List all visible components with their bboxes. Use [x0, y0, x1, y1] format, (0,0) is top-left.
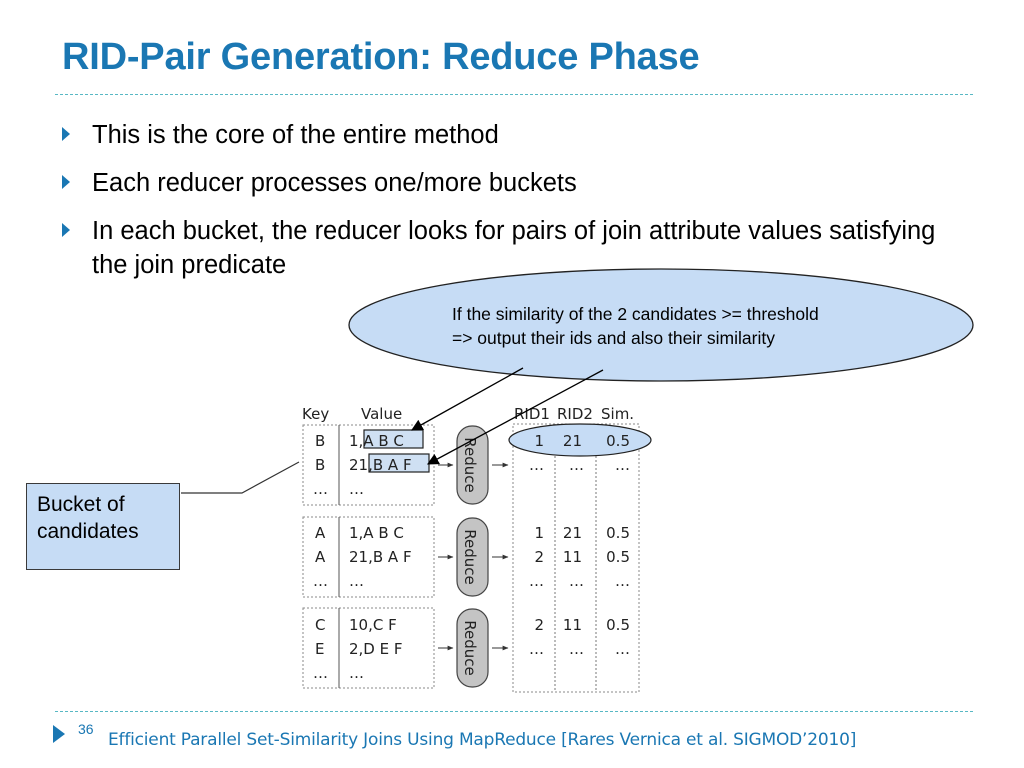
row-key: A: [315, 524, 326, 542]
bullet-text: In each bucket, the reducer looks for pa…: [92, 217, 936, 279]
value-header: Value: [361, 405, 402, 423]
rid1-cell: 2: [534, 548, 544, 566]
bullet-arrow-icon: [62, 175, 70, 189]
bullet-item: This is the core of the entire method: [60, 118, 940, 152]
svg-text:Reduce: Reduce: [461, 620, 479, 675]
svg-text:Reduce: Reduce: [461, 529, 479, 584]
rid2-cell: 11: [563, 616, 582, 634]
rid1-cell: …: [529, 572, 544, 590]
bullet-arrow-icon: [62, 127, 70, 141]
output-table: [512, 423, 640, 693]
row-key: …: [313, 480, 328, 498]
row-value: 1,A B C: [349, 432, 404, 450]
bullet-text: Each reducer processes one/more buckets: [92, 169, 577, 197]
row-value: …: [349, 664, 364, 682]
rid1-cell: …: [529, 456, 544, 474]
row-key: A: [315, 548, 326, 566]
svg-text:Reduce: Reduce: [461, 437, 479, 492]
footer-citation: Efficient Parallel Set-Similarity Joins …: [108, 730, 857, 750]
row-key: …: [313, 572, 328, 590]
title-divider: [55, 94, 973, 95]
row-key: C: [315, 616, 325, 634]
reduce-pill: Reduce: [456, 608, 489, 688]
callout-line: => output their ids and also their simil…: [452, 328, 775, 348]
bullet-item: In each bucket, the reducer looks for pa…: [60, 214, 940, 282]
bullet-list: This is the core of the entire method Ea…: [60, 118, 940, 282]
highlight-candidate-1: [363, 429, 424, 449]
rid2-header: RID2: [557, 405, 593, 423]
sim-cell: 0.5: [606, 432, 630, 450]
sim-cell: …: [615, 456, 630, 474]
bucket-of-candidates-label: Bucket of candidates: [26, 483, 180, 570]
rid1-cell: 1: [534, 524, 544, 542]
rid2-cell: …: [569, 572, 584, 590]
bullet-item: Each reducer processes one/more buckets: [60, 166, 940, 200]
reduce-pill: Reduce: [456, 517, 489, 597]
row-key: E: [315, 640, 324, 658]
callout-line: If the similarity of the 2 candidates >=…: [452, 304, 819, 324]
bucket-label-line: candidates: [37, 520, 139, 543]
rid1-cell: 1: [534, 432, 544, 450]
callout-ellipse: [348, 268, 974, 382]
output-highlight-ellipse: [508, 423, 652, 457]
key-header: Key: [302, 405, 329, 423]
row-value: 1,A B C: [349, 524, 404, 542]
input-group: [302, 607, 435, 689]
row-value: 2,D E F: [349, 640, 403, 658]
rid1-header: RID1: [514, 405, 550, 423]
sim-cell: 0.5: [606, 548, 630, 566]
callout-arrow: [410, 367, 524, 431]
bucket-label-line: Bucket of: [37, 493, 125, 516]
sim-cell: …: [615, 572, 630, 590]
rid2-cell: 11: [563, 548, 582, 566]
rid2-cell: …: [569, 456, 584, 474]
rid2-cell: …: [569, 640, 584, 658]
row-value: 10,C F: [349, 616, 397, 634]
bullet-arrow-icon: [62, 223, 70, 237]
callout-arrow: [426, 369, 604, 465]
row-value: 21,B A F: [349, 548, 412, 566]
rid1-cell: 2: [534, 616, 544, 634]
rid2-cell: 21: [563, 432, 582, 450]
bullet-text: This is the core of the entire method: [92, 121, 499, 149]
sim-cell: 0.5: [606, 616, 630, 634]
row-value: 21,B A F: [349, 456, 412, 474]
slide-title: RID-Pair Generation: Reduce Phase: [62, 36, 700, 78]
row-key: B: [315, 432, 325, 450]
rid1-cell: …: [529, 640, 544, 658]
bucket-connector: [181, 461, 300, 494]
page-number: 36: [78, 721, 94, 737]
row-key: …: [313, 664, 328, 682]
callout-text: If the similarity of the 2 candidates >=…: [452, 302, 952, 350]
footer-arrow-icon: [53, 725, 65, 743]
sim-cell: …: [615, 640, 630, 658]
input-group: [302, 516, 435, 598]
row-value: …: [349, 572, 364, 590]
reduce-pill: Reduce: [456, 425, 489, 505]
row-value: …: [349, 480, 364, 498]
sim-header: Sim.: [601, 405, 634, 423]
rid2-cell: 21: [563, 524, 582, 542]
sim-cell: 0.5: [606, 524, 630, 542]
footer-divider: [55, 711, 973, 712]
row-key: B: [315, 456, 325, 474]
